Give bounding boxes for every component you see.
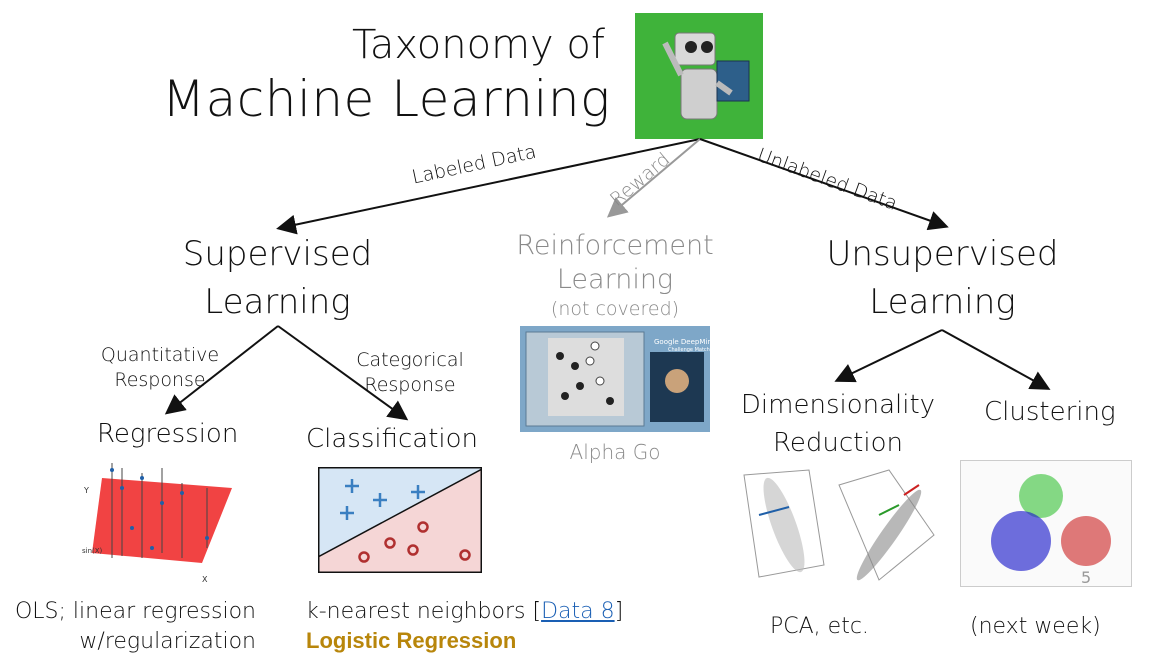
clustering-plot: 5 (960, 460, 1132, 587)
reg-z-axis-label: sin(X) (82, 547, 103, 555)
unsupervised-line-2: Learning (869, 282, 1016, 322)
not-covered-note: (not covered) (550, 298, 680, 320)
regression-title: Regression (97, 419, 239, 449)
page-number: 5 (1081, 568, 1091, 586)
class-plus-markers (340, 479, 425, 520)
classification-title: Classification (306, 424, 479, 454)
supervised-learning-title: Supervised Learning (170, 230, 385, 326)
deepmind-brand: Google DeepMind (654, 338, 710, 346)
reg-y-axis-label: Y (83, 486, 89, 495)
quant-line-2: Response (114, 369, 206, 391)
reg-x-axis-label: X (202, 575, 208, 583)
supervised-line-1: Supervised (182, 234, 373, 274)
classification-diagram (317, 467, 483, 573)
unsupervised-line-1: Unsupervised (826, 234, 1059, 274)
alpha-go-caption: Alpha Go (569, 440, 661, 464)
robot-reading-image (635, 13, 763, 139)
title-line-1: Taxonomy of (352, 22, 605, 68)
deepmind-sub: Challenge Match (668, 347, 710, 353)
knn-caption: k-nearest neighbors [Data 8] (306, 597, 623, 627)
reinforcement-line-1: Reinforcement (516, 230, 714, 261)
quant-line-1: Quantitative (100, 344, 220, 366)
ols-line-2: w/regularization (79, 629, 256, 654)
regression-plot: Y X sin(X) (82, 458, 242, 584)
categ-line-2: Response (364, 374, 456, 396)
data8-link[interactable]: Data 8 (541, 599, 615, 624)
alpha-go-image: Google DeepMind Challenge Match (520, 326, 716, 432)
categorical-response-label: Categorical Response (340, 348, 480, 398)
dimred-line-2: Reduction (773, 428, 903, 458)
title-line-2: Machine Learning (162, 70, 611, 128)
logistic-regression-caption: Logistic Regression (306, 628, 517, 653)
categ-line-1: Categorical (356, 349, 464, 371)
dimred-line-1: Dimensionality (740, 390, 936, 420)
supervised-line-2: Learning (204, 282, 351, 322)
pca-plots (729, 465, 939, 585)
reinforcement-learning-title: Reinforcement Learning (not covered) (505, 229, 725, 321)
pca-caption: PCA, etc. (770, 614, 869, 639)
quantitative-response-label: Quantitative Response (90, 343, 230, 393)
next-week-caption: (next week) (970, 614, 1101, 639)
clustering-title: Clustering (984, 397, 1116, 427)
dimensionality-reduction-title: Dimensionality Reduction (738, 386, 938, 462)
knn-text: k-nearest neighbors [ (306, 599, 542, 624)
unsupervised-learning-title: Unsupervised Learning (815, 230, 1070, 326)
ols-caption: OLS; linear regression w/regularization (12, 597, 256, 657)
ols-line-1: OLS; linear regression (14, 599, 256, 624)
knn-close: ] (614, 599, 624, 624)
class-circle-markers (358, 521, 471, 563)
reinforcement-line-2: Learning (556, 264, 674, 295)
